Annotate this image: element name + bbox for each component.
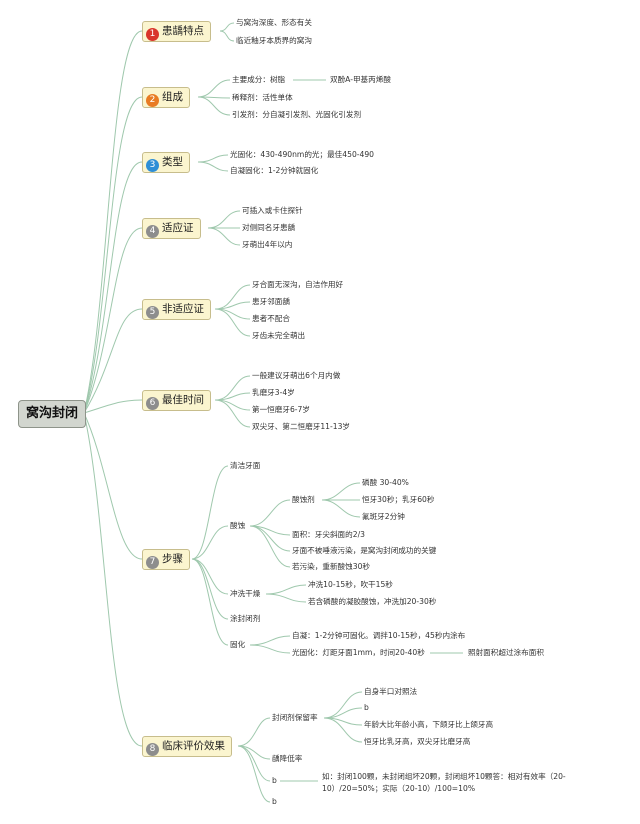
node-b: b [272, 776, 277, 785]
category-label: 组成 [162, 91, 183, 103]
node-light-cure-time: 光固化：灯距牙面1mm，时间20-40秒 [292, 648, 425, 657]
node-half-mouth: 自身半口对照法 [364, 687, 418, 696]
category-label: 最佳时间 [162, 394, 204, 406]
category-label: 适应证 [162, 222, 194, 234]
node-initiator: 引发剂：分自凝引发剂、光固化引发剂 [232, 110, 362, 119]
node-premolar: 双尖牙、第二恒磨牙11-13岁 [252, 422, 351, 431]
node-b: b [364, 703, 369, 712]
number-2-icon: 2 [146, 94, 159, 107]
node-first-molar: 第一恒磨牙6-7岁 [252, 405, 310, 414]
node-gel-rinse: 若含磷酸的凝胶酸蚀，冲洗加20-30秒 [308, 597, 437, 606]
number-4-icon: 4 [146, 225, 159, 238]
node-self-cure-time: 自凝：1-2分钟可固化。调拌10-15秒，45秒内涂布 [292, 631, 466, 640]
category-label: 类型 [162, 156, 183, 168]
number-5-icon: 5 [146, 306, 159, 319]
node-proximal-caries: 患牙邻面龋 [252, 297, 290, 306]
node-uncooperative: 患者不配合 [252, 314, 290, 323]
node-b: b [272, 797, 277, 806]
category-label: 非适应证 [162, 303, 204, 315]
node-no-deep-groove: 牙合面无深沟，自洁作用好 [252, 280, 344, 289]
node-bis-gma: 双酚A-甲基丙烯酸 [330, 75, 391, 84]
node-six-months: 一般建议牙萌出6个月内做 [252, 371, 341, 380]
category-label: 临床评价效果 [162, 740, 225, 752]
node-retention-rate: 封闭剂保留率 [272, 713, 318, 722]
node-phosphoric-acid: 磷酸 30-40% [362, 478, 409, 487]
node-diluent: 稀释剂：活性单体 [232, 93, 293, 102]
node-caries-reduction: 龋降低率 [272, 754, 303, 763]
node-example-line2: 10）/20=50%；实际（20-10）/100=10% [322, 784, 476, 793]
node-re-etch: 若污染，重新酸蚀30秒 [292, 562, 371, 571]
node-etch-time: 恒牙30秒；乳牙60秒 [362, 495, 435, 504]
node-contralateral: 对侧同名牙患龋 [242, 223, 296, 232]
node-self-cure: 自凝固化：1-2分钟就固化 [230, 166, 319, 175]
node-apply-sealant: 涂封闭剂 [230, 614, 261, 623]
node-not-erupted: 牙齿未完全萌出 [252, 331, 306, 340]
node-near-dej: 临近釉牙本质界的窝沟 [236, 36, 312, 45]
node-fluorosis: 氟斑牙2分钟 [362, 512, 405, 521]
node-saliva-key: 牙面不被唾液污染，是窝沟封闭成功的关键 [292, 546, 437, 555]
node-light-cure: 光固化：430-490nm的光；最佳450-490 [230, 150, 375, 159]
node-rinse-dry: 冲洗干燥 [230, 589, 261, 598]
node-rinse-time: 冲洗10-15秒，吹干15秒 [308, 580, 393, 589]
node-etching: 酸蚀 [230, 521, 246, 530]
category-label: 患龋特点 [162, 25, 204, 37]
node-probe: 可插入或卡住探针 [242, 206, 303, 215]
node-permanent-primary: 恒牙比乳牙高，双尖牙比磨牙高 [364, 737, 471, 746]
node-four-years: 牙萌出4年以内 [242, 240, 293, 249]
node-primary-molar: 乳磨牙3-4岁 [252, 388, 295, 397]
number-3-icon: 3 [146, 159, 159, 172]
node-irradiation-area: 照射面积超过涂布面积 [468, 648, 544, 657]
number-8-icon: 8 [146, 743, 159, 756]
node-etch-area: 面积：牙尖斜面的2/3 [292, 530, 365, 539]
node-curing: 固化 [230, 640, 246, 649]
node-example-line1: 如：封闭100颗，未封闭组坏20颗，封闭组坏10颗答：相对有效率（20- [322, 772, 566, 781]
node-depth-shape: 与窝沟深度、形态有关 [236, 18, 312, 27]
category-label: 步骤 [162, 553, 183, 565]
number-1-icon: 1 [146, 28, 159, 41]
node-age-jaw: 年龄大比年龄小高，下颌牙比上颌牙高 [364, 720, 494, 729]
node-etchant: 酸蚀剂 [292, 495, 315, 504]
number-6-icon: 6 [146, 397, 159, 410]
node-clean-surface: 清洁牙面 [230, 461, 261, 470]
node-main-resin: 主要成分：树脂 [232, 75, 286, 84]
root-node: 窝沟封闭 [18, 400, 86, 428]
number-7-icon: 7 [146, 556, 159, 569]
